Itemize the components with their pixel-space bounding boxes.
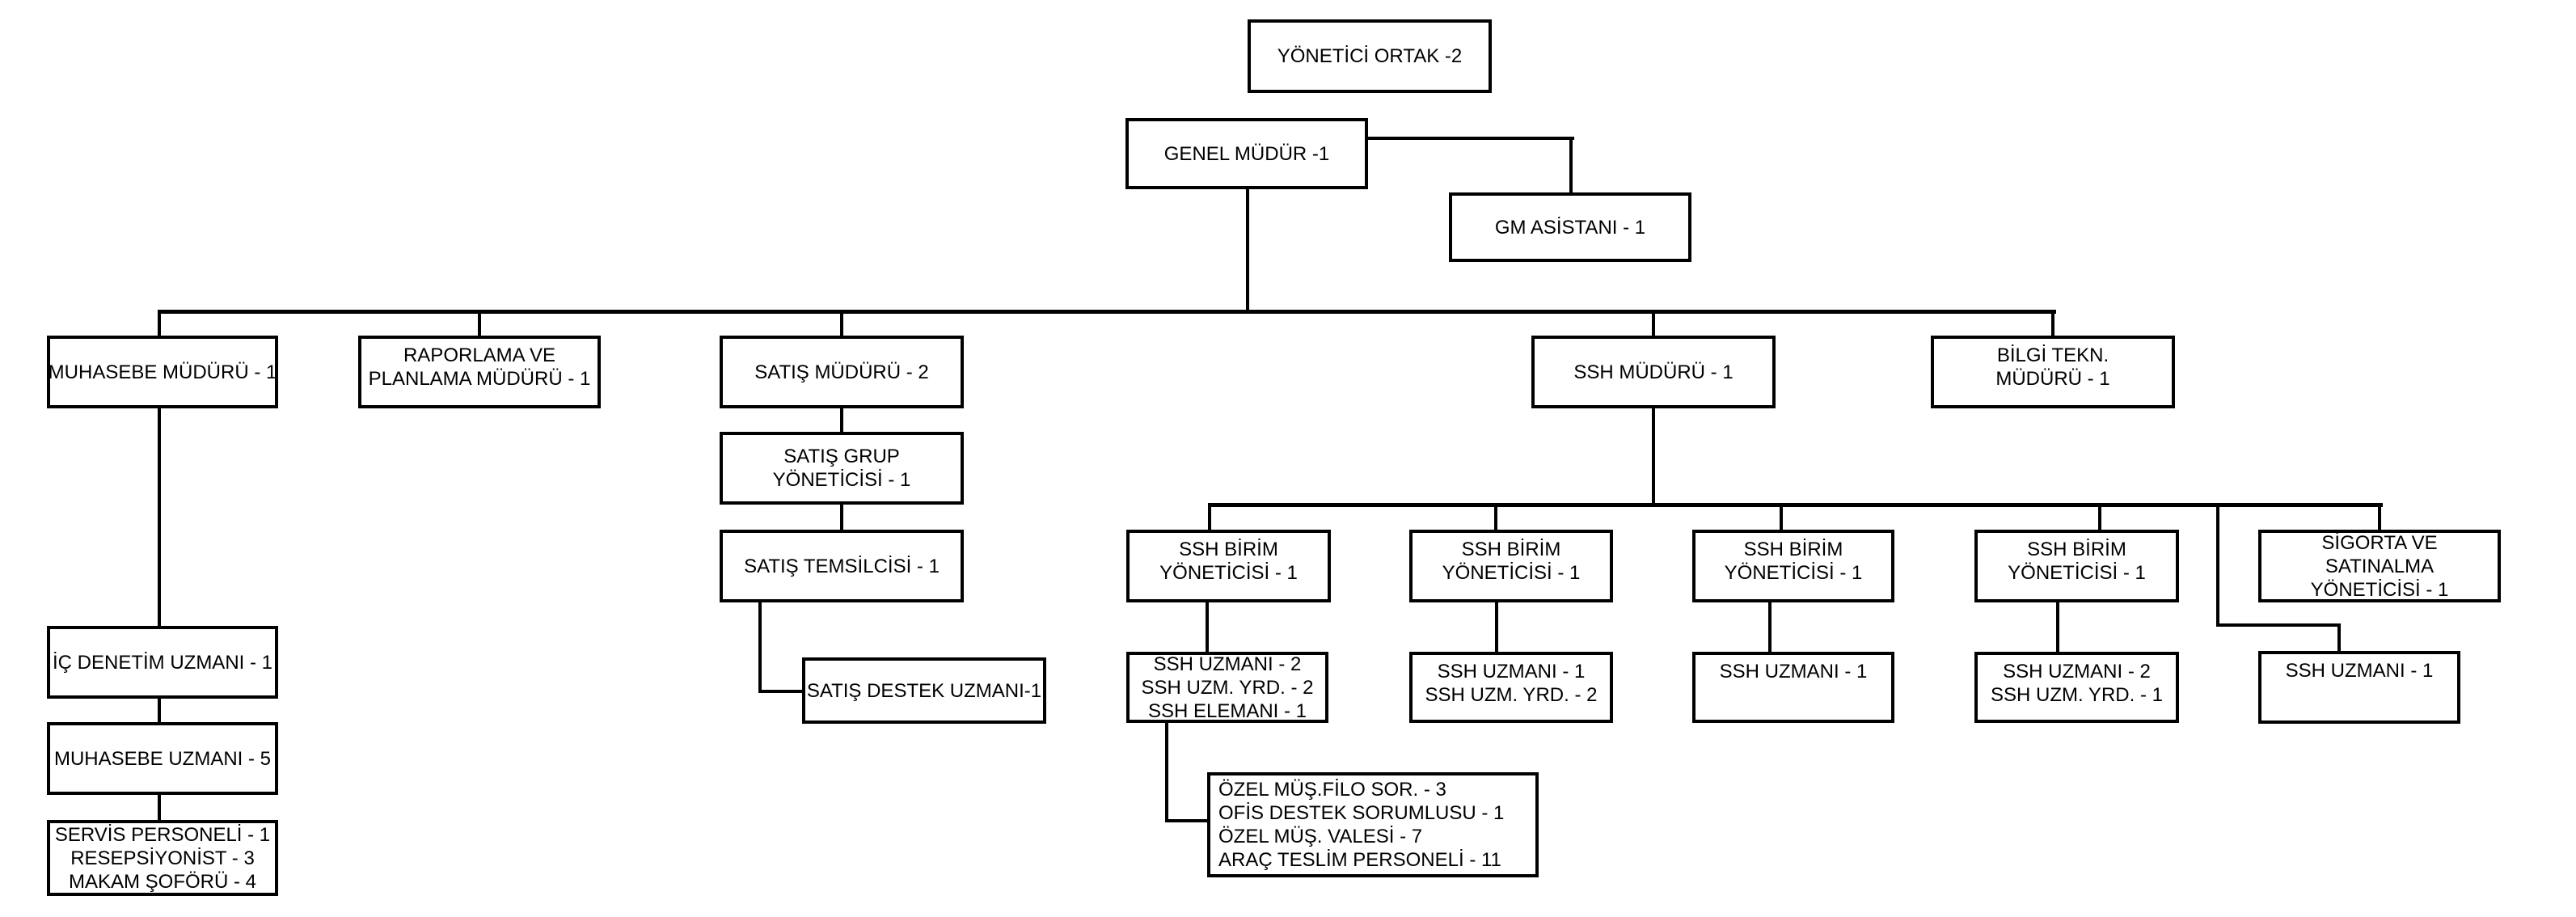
org-node-label-line: SSH UZM. YRD. - 2 xyxy=(1141,676,1314,699)
org-node-label-line: İÇ DENETİM UZMANI - 1 xyxy=(52,651,272,674)
org-node-label-line: ÖZEL MÜŞ.FİLO SOR. - 3 xyxy=(1218,779,1446,801)
org-node-label-line: SSH UZMANI - 1 xyxy=(1719,661,1868,682)
connector-genel-mudur-to-gm-asistani-h xyxy=(1368,137,1574,140)
connector-uzman1-to-ozel-h xyxy=(1165,819,1209,822)
org-node-label-line: SATIŞ MÜDÜRÜ - 2 xyxy=(754,361,929,383)
org-node-label-line: YÖNETİCİSİ - 1 xyxy=(2310,578,2449,601)
org-node-label-line: GM ASİSTANI - 1 xyxy=(1494,216,1646,239)
org-node-label-line: SSH UZMANI - 1 xyxy=(1437,661,1586,682)
org-node-label-line: MÜDÜRÜ - 1 xyxy=(1995,368,2110,390)
org-node-label-line: GENEL MÜDÜR -1 xyxy=(1163,142,1330,165)
connector-satis-temsilcisi-elbow-h xyxy=(758,690,804,693)
connector-ssh-muduru-drop xyxy=(1652,407,1655,506)
org-node-label-line: YÖNETİCİ ORTAK -2 xyxy=(1277,45,1463,67)
connector-birim3-to-uzman3 xyxy=(1768,601,1772,653)
org-node-label-line: YÖNETİCİSİ - 1 xyxy=(772,469,911,491)
org-node-label-line: SATIŞ DESTEK UZMANI-1 xyxy=(806,679,1042,702)
org-node-label-line: ARAÇ TESLİM PERSONELİ - 11 xyxy=(1218,849,1501,871)
connector-ssh-distribution-line xyxy=(1208,503,2383,507)
org-node-satis-muduru: SATIŞ MÜDÜRÜ - 2 xyxy=(720,336,964,408)
connector-drop-to-ssh-muduru xyxy=(1652,311,1655,337)
org-node-label-line: RESEPSİYONİST - 3 xyxy=(70,847,255,869)
org-node-label-line: SSH MÜDÜRÜ - 1 xyxy=(1573,361,1734,383)
connector-passthrough-to-uzman5-v2 xyxy=(2337,623,2341,653)
org-node-label-line: PLANLAMA MÜDÜRÜ - 1 xyxy=(368,368,591,390)
org-node-label-line: BİLGİ TEKN. xyxy=(1996,344,2109,366)
connector-drop-to-muhasebe-muduru xyxy=(158,311,161,337)
org-node-label-line: SSH UZM. YRD. - 2 xyxy=(1425,684,1598,706)
connector-birim4-to-uzman4 xyxy=(2056,601,2059,653)
org-node-label-line: SSH UZMANI - 2 xyxy=(1153,653,1302,675)
org-node-label-line: SİGORTA VE xyxy=(2321,531,2438,554)
connector-drop-to-bilgi-tekn-muduru xyxy=(2051,311,2054,337)
connector-passthrough-to-uzman5-h xyxy=(2216,623,2341,627)
org-node-label-line: YÖNETİCİSİ - 1 xyxy=(2008,562,2146,584)
org-node-label-line: SSH UZMANI - 2 xyxy=(2003,661,2151,682)
org-node-label-line: SSH ELEMANI - 1 xyxy=(1147,699,1307,722)
org-node-label-line: RAPORLAMA VE xyxy=(403,344,556,366)
org-node-label-line: SATINALMA xyxy=(2325,555,2435,577)
org-node-label-line: MAKAM ŞOFÖRÜ - 4 xyxy=(68,870,257,893)
connector-drop-to-ssh-birim-2 xyxy=(1494,505,1497,531)
org-node-ic-denetim-uzmani: İÇ DENETİM UZMANI - 1 xyxy=(47,626,278,699)
connector-drop-to-ssh-birim-4 xyxy=(2098,505,2101,531)
org-node-label-line: SSH BİRİM xyxy=(1179,539,1278,560)
connector-genel-mudur-drop xyxy=(1246,189,1249,313)
org-node-yonetici-ortak: YÖNETİCİ ORTAK -2 xyxy=(1248,19,1492,93)
org-node-label-line: MUHASEBE UZMANI - 5 xyxy=(53,747,272,770)
org-node-label-line: YÖNETİCİSİ - 1 xyxy=(1442,562,1581,584)
org-node-label-line: SSH BİRİM xyxy=(1461,539,1561,560)
org-node-label-line: YÖNETİCİSİ - 1 xyxy=(1159,562,1298,584)
org-node-bilgi-tekn-muduru: BİLGİ TEKN.MÜDÜRÜ - 1 xyxy=(1931,336,2175,408)
connector-muhasebe-chain-v xyxy=(158,407,161,822)
org-node-satis-temsilcisi: SATIŞ TEMSİLCİSİ - 1 xyxy=(720,530,964,602)
connector-drop-to-sigorta xyxy=(2378,505,2381,531)
org-node-label-line: SSH UZMANI - 1 xyxy=(2285,660,2434,682)
org-node-ssh-uzman-grup-3: SSH UZMANI - 1 xyxy=(1692,652,1894,723)
org-node-satis-destek-uzmani: SATIŞ DESTEK UZMANI-1 xyxy=(802,657,1046,724)
org-node-label-line: OFİS DESTEK SORUMLUSU - 1 xyxy=(1218,802,1505,824)
org-node-ssh-muduru: SSH MÜDÜRÜ - 1 xyxy=(1531,336,1776,408)
org-node-label-line: YÖNETİCİSİ - 1 xyxy=(1724,562,1863,584)
org-node-label-line: SSH BİRİM xyxy=(2027,539,2126,560)
org-node-muhasebe-muduru: MUHASEBE MÜDÜRÜ - 1 xyxy=(47,336,278,408)
connector-passthrough-to-uzman5-v1 xyxy=(2216,505,2219,627)
org-node-label-line: SATIŞ TEMSİLCİSİ - 1 xyxy=(744,555,940,577)
org-node-label-line: MUHASEBE MÜDÜRÜ - 1 xyxy=(48,361,277,383)
org-node-label-line: SATIŞ GRUP xyxy=(783,446,900,467)
connector-drop-to-ssh-birim-3 xyxy=(1780,505,1783,531)
connector-satis-temsilcisi-elbow-v xyxy=(758,601,762,693)
connector-genel-mudur-to-gm-asistani-v xyxy=(1569,137,1573,192)
connector-drop-to-satis-muduru xyxy=(840,311,843,337)
connector-birim2-to-uzman2 xyxy=(1495,601,1498,653)
org-node-label-line: SSH UZM. YRD. - 1 xyxy=(1991,684,2163,706)
connector-main-distribution-line xyxy=(158,310,2056,314)
org-node-label-line: ÖZEL MÜŞ. VALESİ - 7 xyxy=(1218,826,1423,847)
connector-drop-to-raporlama-muduru xyxy=(478,311,481,337)
org-node-label-line: SERVİS PERSONELİ - 1 xyxy=(54,823,271,846)
org-node-muhasebe-uzmani: MUHASEBE UZMANI - 5 xyxy=(47,722,278,795)
connector-drop-to-ssh-birim-1 xyxy=(1208,505,1211,531)
connector-uzman1-to-ozel-v xyxy=(1165,721,1168,822)
org-node-ssh-uzman-grup-5: SSH UZMANI - 1 xyxy=(2258,651,2460,724)
org-node-genel-mudur: GENEL MÜDÜR -1 xyxy=(1125,118,1368,189)
org-node-label-line: SSH BİRİM xyxy=(1743,539,1843,560)
org-node-gm-asistani: GM ASİSTANI - 1 xyxy=(1449,192,1691,262)
connector-birim1-to-uzman1 xyxy=(1206,601,1209,653)
